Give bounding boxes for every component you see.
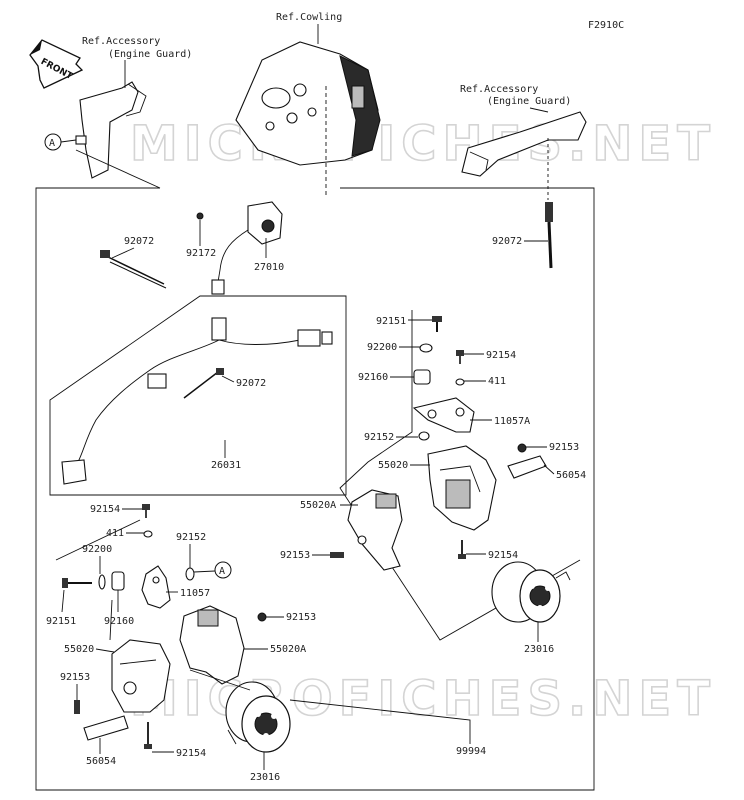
- label-r-55020A: 55020A: [300, 500, 336, 511]
- label-92072-left: 92072: [124, 236, 154, 247]
- label-r-56054: 56054: [556, 470, 586, 481]
- label-l-92154-b: 92154: [176, 748, 206, 759]
- label-r-92154-bot: 92154: [488, 550, 518, 561]
- label-r-55020: 55020: [378, 460, 408, 471]
- label-r-92152: 92152: [364, 432, 394, 443]
- engine-guard-right: [461, 107, 587, 200]
- label-l-92153-b: 92153: [60, 672, 90, 683]
- right-reflector-56054: [507, 455, 547, 479]
- label-92172: 92172: [186, 248, 216, 259]
- diagram-code: F2910C: [588, 20, 624, 31]
- right-bolt-92153-top: [517, 443, 527, 453]
- left-assembly-lines: [55, 519, 251, 691]
- right-bolt-92154-bot: [458, 540, 466, 559]
- label-l-92200: 92200: [82, 544, 112, 555]
- label-l-11057: 11057: [180, 588, 210, 599]
- label-92072-right: 92072: [492, 236, 522, 247]
- label-r-11057A: 11057A: [494, 416, 530, 427]
- right-bolt-92154-top: [456, 350, 464, 364]
- watermark-top: MICROFICHES.NET: [130, 116, 716, 172]
- left-bolt-92154: [142, 504, 150, 518]
- label-r-92153-mid: 92153: [280, 550, 310, 561]
- left-damper-92160: [111, 571, 125, 591]
- label-l-92153-a: 92153: [286, 612, 316, 623]
- right-bracket-11057A: [412, 397, 475, 433]
- left-bracket-11057: [141, 565, 171, 609]
- cable-tie-harness: [183, 368, 224, 399]
- label-99994: 99994: [456, 746, 486, 757]
- cable-tie-left: [100, 250, 167, 289]
- right-bolt-92153-mid: [330, 552, 344, 558]
- left-bolt-92154-b: [144, 722, 152, 749]
- right-bracket-55020: [427, 445, 497, 531]
- front-arrow-icon: FRONT: [29, 39, 84, 89]
- left-fog-lamp-23016: [225, 681, 291, 753]
- label-r-92200: 92200: [367, 342, 397, 353]
- right-bracket-55020A: [347, 489, 403, 571]
- label-l-23016: 23016: [250, 772, 280, 783]
- right-damper-92160: [413, 369, 431, 385]
- left-washer-411: [143, 530, 153, 538]
- ref-cowling: Ref.Cowling: [276, 12, 342, 23]
- left-bracket-55020: [111, 639, 171, 713]
- left-washer-92152: [185, 567, 195, 581]
- right-bolt-92151: [432, 316, 442, 332]
- label-r-92153-top: 92153: [549, 442, 579, 453]
- label-l-92151: 92151: [46, 616, 76, 627]
- left-bracket-55020A: [179, 605, 245, 685]
- right-assembly-outline: [339, 310, 581, 641]
- circle-marker-a-bottom: A: [219, 566, 225, 577]
- label-r-23016: 23016: [524, 644, 554, 655]
- assembly-outline: [35, 187, 595, 791]
- left-bolt-92151: [62, 578, 92, 588]
- bolt-92072-right: [545, 202, 553, 269]
- label-26031: 26031: [211, 460, 241, 471]
- label-r-92151: 92151: [376, 316, 406, 327]
- harness-outline: [49, 295, 347, 496]
- left-washer-92200: [98, 574, 106, 590]
- wire-harness-26031: [61, 317, 333, 485]
- left-bolt-92153-b: [74, 700, 80, 714]
- left-bolt-92153-a: [257, 612, 267, 622]
- engine-guard-left: [75, 60, 147, 179]
- right-washer-92200: [419, 343, 433, 353]
- ref-engine-guard-right: (Engine Guard): [487, 96, 571, 107]
- right-washer-92152: [418, 431, 430, 441]
- label-27010: 27010: [254, 262, 284, 273]
- label-l-92160: 92160: [104, 616, 134, 627]
- ref-accessory-left: Ref.Accessory: [82, 36, 160, 47]
- right-washer-411: [455, 378, 465, 386]
- ref-engine-guard-left: (Engine Guard): [108, 49, 192, 60]
- switch-27010: [196, 201, 283, 295]
- ref-accessory-right: Ref.Accessory: [460, 84, 538, 95]
- right-fog-lamp-23016: [491, 561, 571, 623]
- label-l-92154: 92154: [90, 504, 120, 515]
- label-92072-harness: 92072: [236, 378, 266, 389]
- label-r-411: 411: [488, 376, 506, 387]
- label-r-92154-top: 92154: [486, 350, 516, 361]
- cowling-part: [235, 24, 381, 195]
- circle-marker-a-top: A: [49, 138, 55, 149]
- label-l-56054: 56054: [86, 756, 116, 767]
- label-r-92160: 92160: [358, 372, 388, 383]
- label-l-92152: 92152: [176, 532, 206, 543]
- label-l-55020A: 55020A: [270, 644, 306, 655]
- left-reflector-56054: [83, 715, 129, 741]
- label-l-55020: 55020: [64, 644, 94, 655]
- label-l-411: 411: [106, 528, 124, 539]
